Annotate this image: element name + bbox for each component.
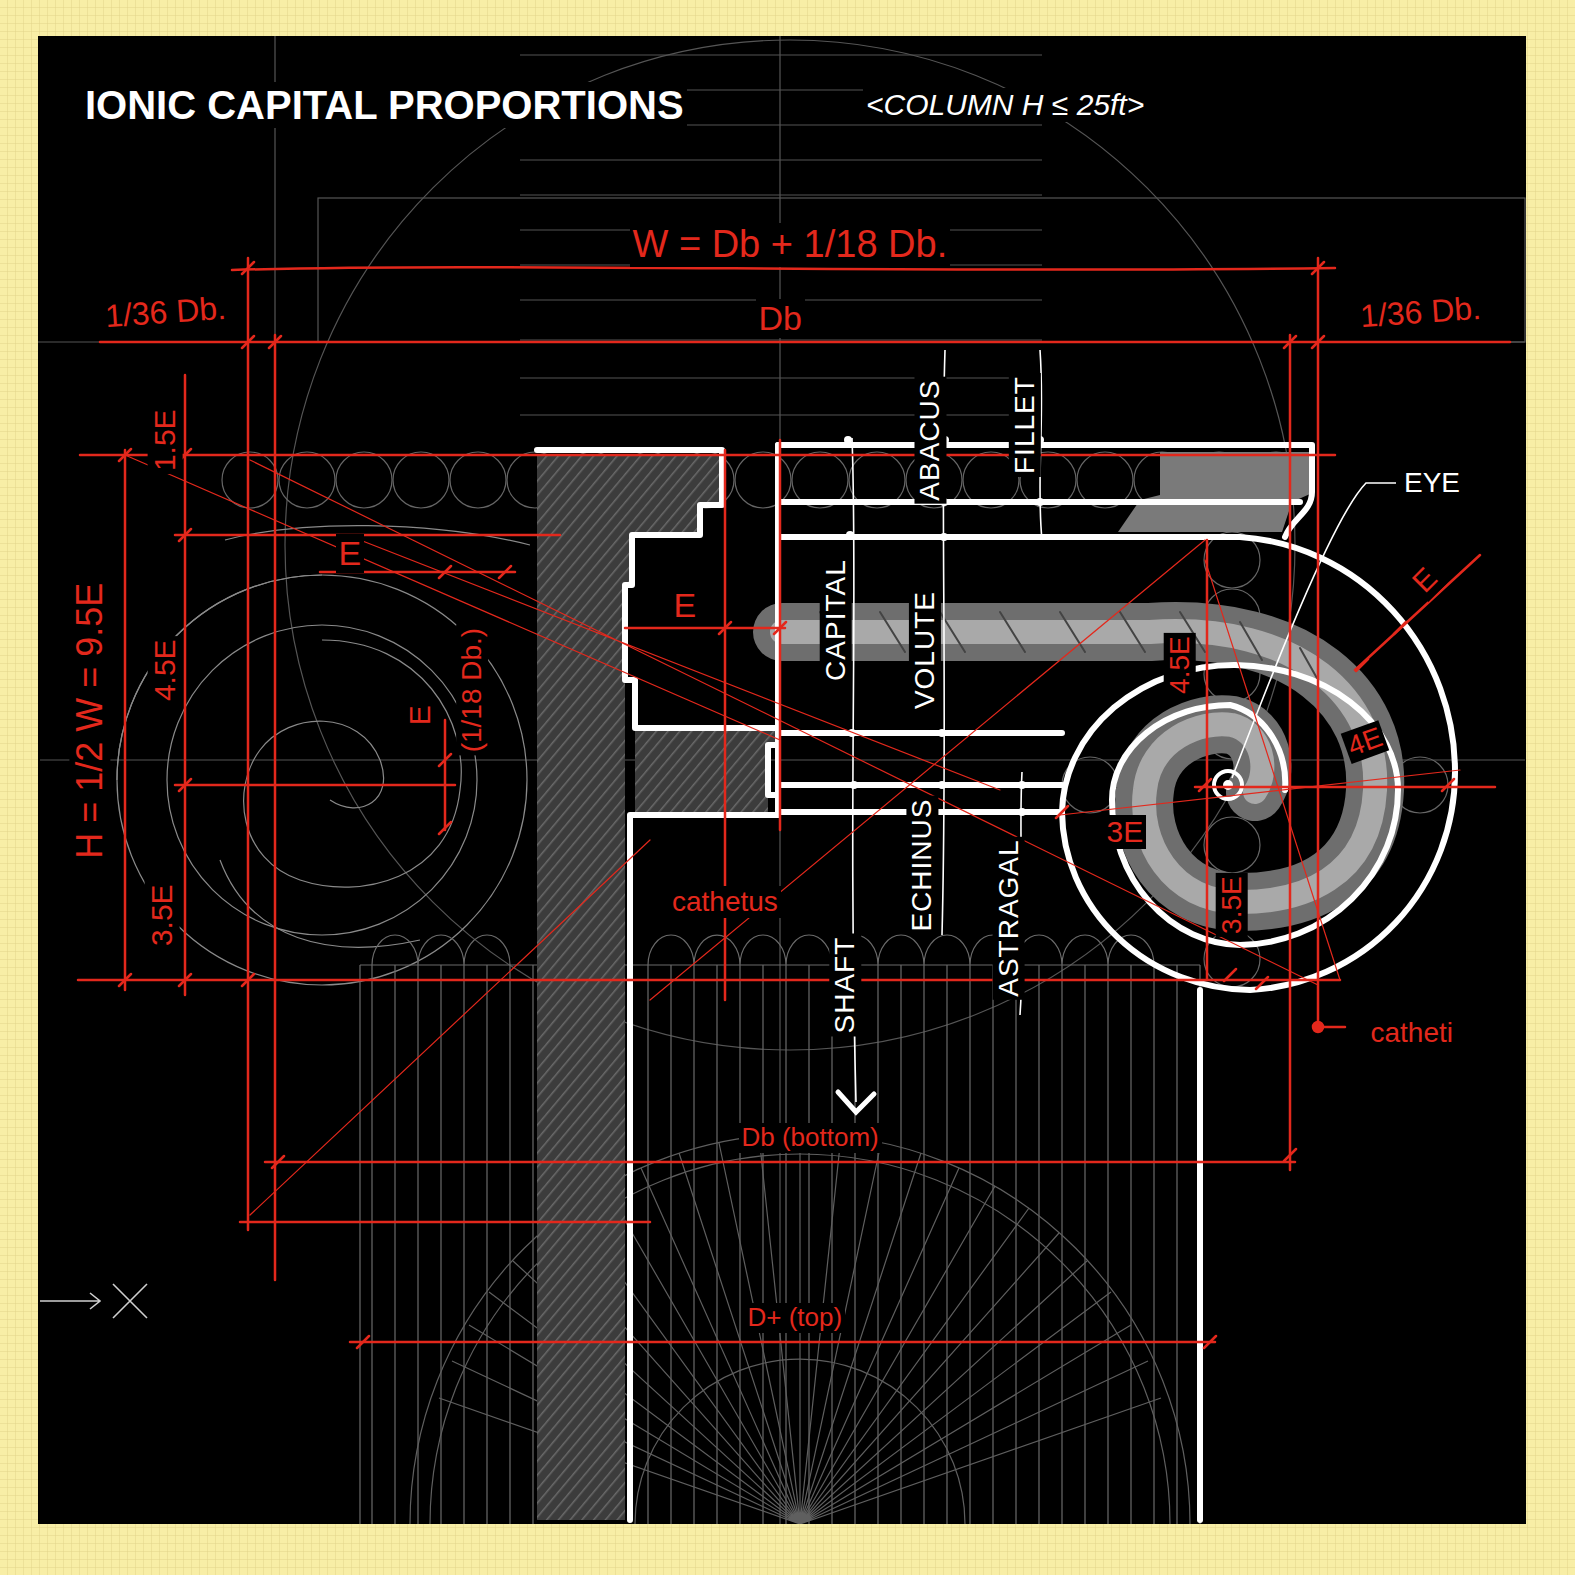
drawing-part-part [279,452,335,508]
dimension-lines-part [119,262,1454,1348]
dimension-label: (1/18 Db.) [456,625,488,756]
section-mark [40,1284,147,1318]
drawing-part-part [372,935,1154,965]
drawing-part [117,526,530,985]
drawing-part-part [1018,781,1026,789]
dimension-label: 4E [1341,720,1390,764]
dimension-label: 3E [1104,815,1147,850]
drawing-part [125,455,1460,1215]
drawing-title: IONIC CAPITAL PROPORTIONS [82,82,687,128]
drawing-part-part [1036,498,1044,506]
leader-lines-part [838,1092,874,1112]
paper-ground-part [38,36,1526,1524]
capital-outline-part [537,450,778,1520]
drawing-part-part [1204,817,1260,873]
dimension-label: E [336,534,365,573]
drawing-part-part [410,1134,1190,1524]
dimension-label: Db (bottom) [739,1123,882,1153]
dimension-label: E [1404,558,1447,601]
volute-shading-part [1118,452,1310,532]
dimension-lines-part [100,341,1510,343]
height-formula: H = 1/2 W = 9.5E [69,579,110,861]
dimension-label: Db [756,299,805,338]
capital-outline-part [778,445,1300,815]
leader-lines [838,350,1396,1112]
width-formula: W = Db + 1/18 Db. [630,223,951,267]
section-mark-part [113,1284,147,1318]
dimension-lines-part [248,258,1318,1280]
dimension-lines-part [725,440,1207,1000]
capital-outline-part [778,445,1312,537]
construction-lines-part [38,36,1525,1524]
construction-label: catheti [1368,1017,1457,1049]
drawing-part-part [1018,808,1026,816]
drawing-part-part [125,455,1460,1215]
drawing-part-part [336,452,392,508]
dimension-label: E [403,702,438,728]
dimension-lines-part [1195,555,1495,787]
capital-outline-part [1197,990,1203,1520]
drawing-part-part [117,575,461,887]
dimension-lines-part [125,375,185,995]
dimension-label: 4.5E [148,636,183,704]
dimension-lines [78,258,1510,1348]
part-name: ASTRAGAL [992,836,1024,999]
dimension-label: 3.5E [1216,873,1248,937]
dimension-lines-part [232,267,1335,270]
drawing-part-part [846,531,854,539]
construction-lines [38,36,1525,1524]
dimension-lines-part [1313,1022,1323,1032]
height-note: <COLUMN H ≤ 25ft> [863,88,1147,123]
drawing-part-part [450,452,506,508]
drawing-part-part [938,729,946,737]
leader-lines-part [1232,483,1396,778]
part-name: VOLUTE [909,588,941,712]
drawing-part-part [372,965,1177,1524]
part-name: CAPITAL [820,556,852,684]
hatched-section-part [635,728,778,815]
volute-shading [782,452,1375,902]
section-mark-part [40,1293,100,1309]
part-name: ABACUS [914,377,946,504]
drawing-part-part [393,452,449,508]
drawing-part [360,935,1200,1524]
volute-shading-part [820,612,1318,680]
drawing-part-part [940,533,948,541]
drawing-part-part [844,436,852,444]
dimension-label: E [671,586,700,625]
dimension-label: 1.5E [148,406,183,474]
capital-outline-part [778,537,1455,990]
part-name: EYE [1401,467,1463,499]
drawing-part-part [360,965,1200,1524]
part-name: FILLET [1009,373,1041,477]
dimension-label: 3.5E [145,881,180,949]
dimension-lines-part [240,1162,1295,1342]
drawing-part [410,1134,1190,1524]
drawing-part-part [167,625,477,935]
construction-label: cathetus [669,886,781,918]
part-name: ECHINUS [906,796,938,935]
hatched-section [537,455,778,1520]
drawing-part-part [850,781,858,789]
dimension-label: 1/36 Db. [100,289,229,335]
drawing-part-part [117,575,527,985]
dimension-label: D+ (top) [745,1303,846,1333]
part-name: SHAFT [829,934,861,1037]
dimension-label: 4.5E [1164,633,1196,697]
drawing-part [222,452,1448,987]
dimension-lines-part [320,572,785,830]
dimension-label: 1/36 Db. [1355,289,1484,335]
dimension-lines-part [78,455,1340,980]
drawing-part-part [938,781,946,789]
